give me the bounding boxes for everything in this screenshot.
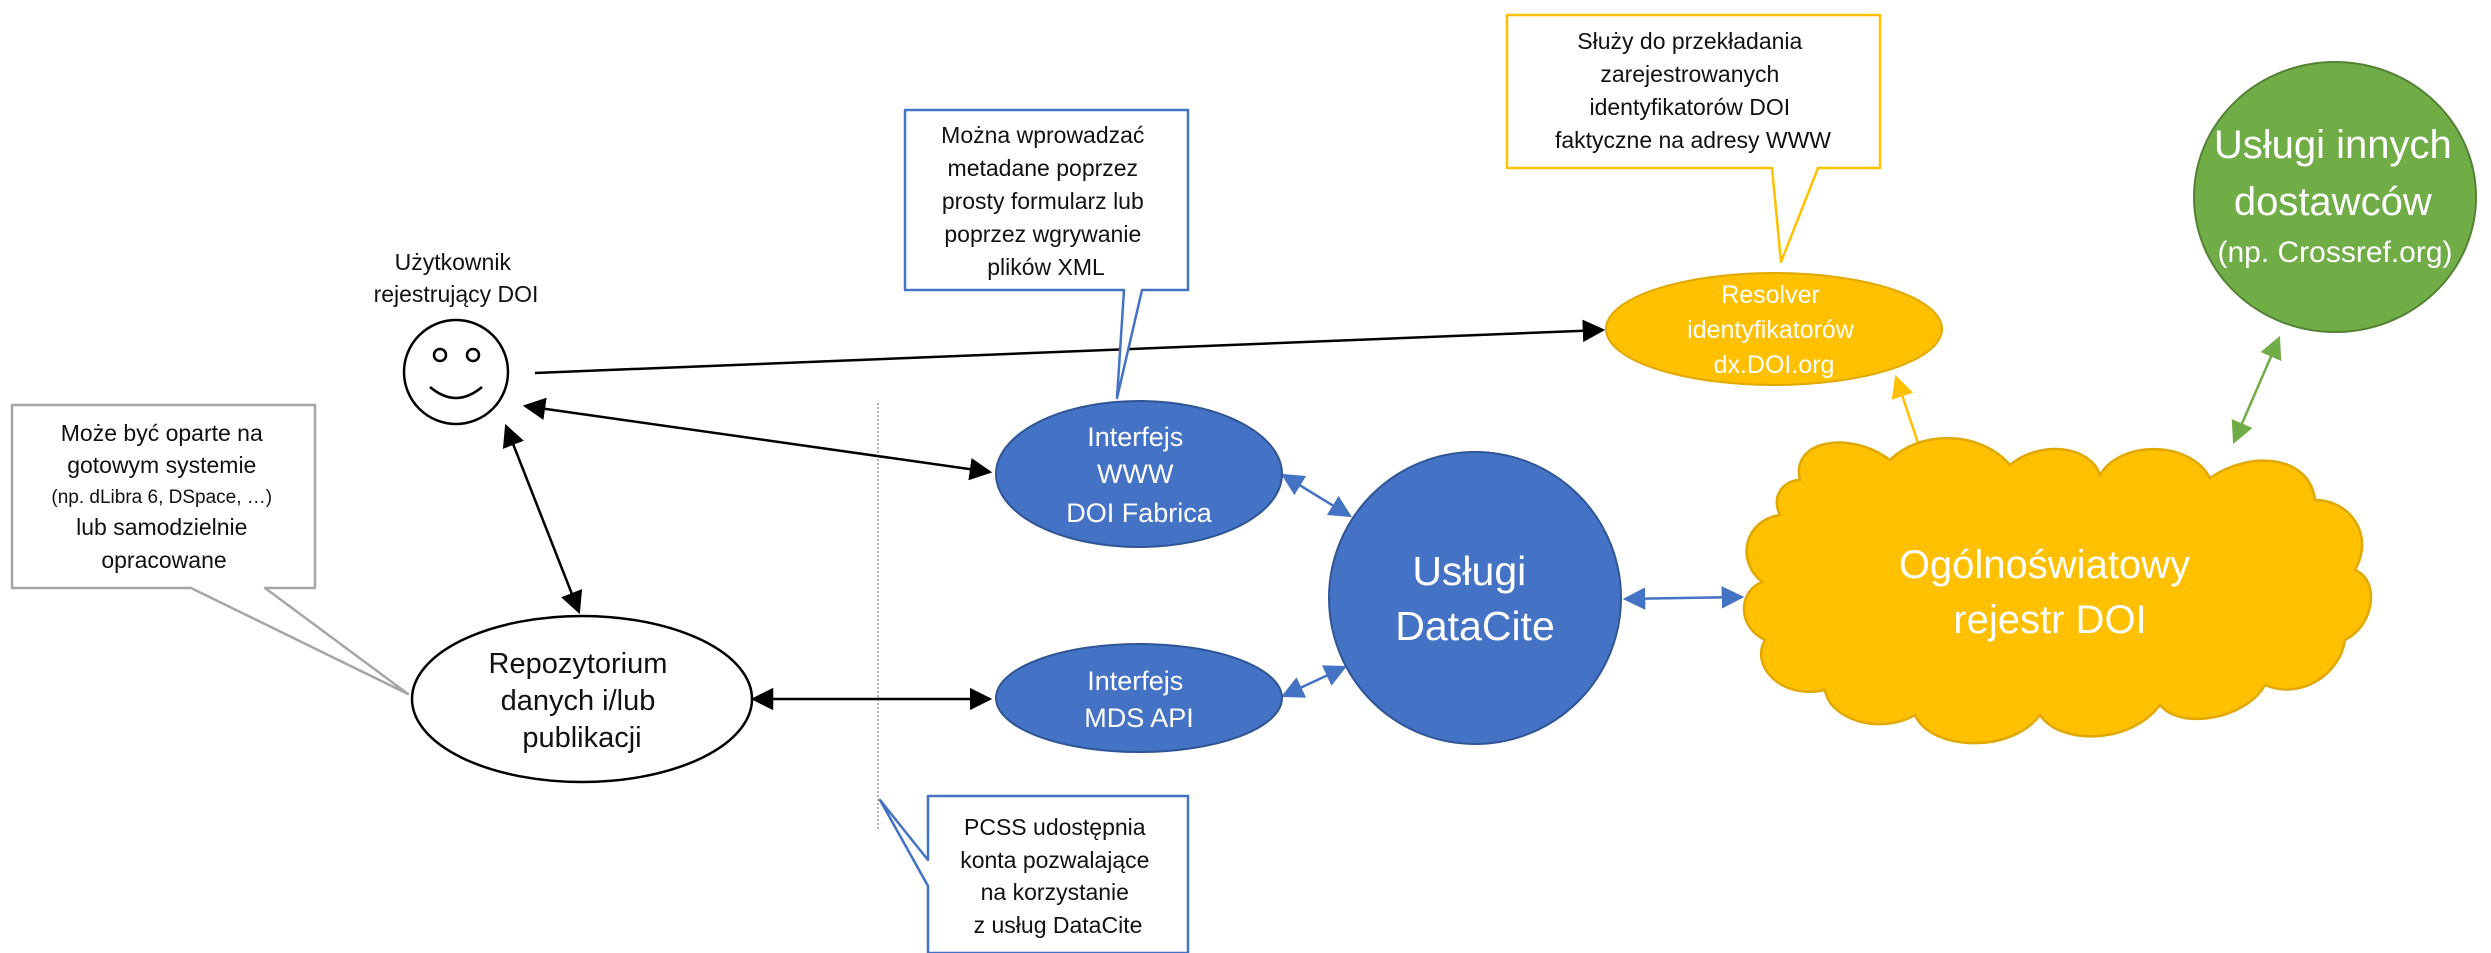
pcss-note-callout: PCSS udostępnia konta pozwalające na kor…: [878, 794, 1190, 953]
mds-interface-node: Interfejs MDS API: [995, 643, 1283, 753]
arrow-datacite-registry: [1622, 586, 1745, 610]
resolver-note-callout: Służy do przekładania zarejestrowanych i…: [1505, 13, 1882, 264]
svg-text:Ogólnoświatowy rejestr D: Ogólnoświatowy rejestr DOI: [1899, 543, 2201, 642]
resolver-node: Resolver identyfikatorów dx.DOI.org: [1605, 272, 1943, 386]
svg-text:PCSS udostępnia konta po: PCSS udostępnia konta pozwalające na kor…: [960, 814, 1156, 938]
other-providers-node: Usługi innych dostawców (np. Crossref.or…: [2193, 61, 2477, 333]
user-smiley-icon: [402, 318, 510, 426]
datacite-node: Usługi DataCite: [1328, 451, 1622, 745]
www-interface-node: Interfejs WWW DOI Fabrica: [995, 400, 1283, 548]
svg-text:Można wprowadzać metadan: Można wprowadzać metadane poprzez prosty…: [941, 122, 1151, 280]
arrow-user-www: [522, 397, 993, 481]
svg-text:Usługi innych dostawców: Usługi innych dostawców (np. Crossref.or…: [2214, 123, 2456, 269]
arrow-user-repository: [502, 423, 583, 615]
svg-text:Resolver identyfikatorów: Resolver identyfikatorów dx.DOI.org: [1687, 281, 1861, 379]
svg-text:Interfejs WWW DOI: Interfejs WWW DOI Fabrica: [1066, 422, 1213, 528]
svg-text:Może być oparte na gotow: Może być oparte na gotowym systemie (np.…: [51, 420, 276, 573]
svg-text:Interfejs MDS API: Interfejs MDS API: [1084, 666, 1194, 733]
user-label: Użytkownik rejestrujący DOI: [374, 249, 539, 307]
arrow-www-datacite: [1281, 473, 1352, 518]
svg-text:Służy do przekładania za: Służy do przekładania zarejestrowanych i…: [1555, 28, 1831, 153]
arrow-registry-other-providers: [2231, 335, 2282, 445]
repository-node: Repozytorium danych i/lub publikacji: [410, 614, 754, 784]
repository-note-callout: Może być oparte na gotowym systemie (np.…: [10, 403, 410, 696]
arrow-mds-datacite: [1280, 665, 1348, 698]
arrow-user-to-resolver: [534, 319, 1606, 375]
svg-text:Usługi DataCite: Usługi DataCite: [1395, 548, 1555, 649]
www-note-callout: Można wprowadzać metadane poprzez prosty…: [903, 108, 1190, 400]
global-registry-cloud: Ogólnoświatowy rejestr DOI: [1742, 436, 2373, 745]
svg-text:Repozytorium danych i/lu: Repozytorium danych i/lub publikacji: [489, 648, 676, 754]
